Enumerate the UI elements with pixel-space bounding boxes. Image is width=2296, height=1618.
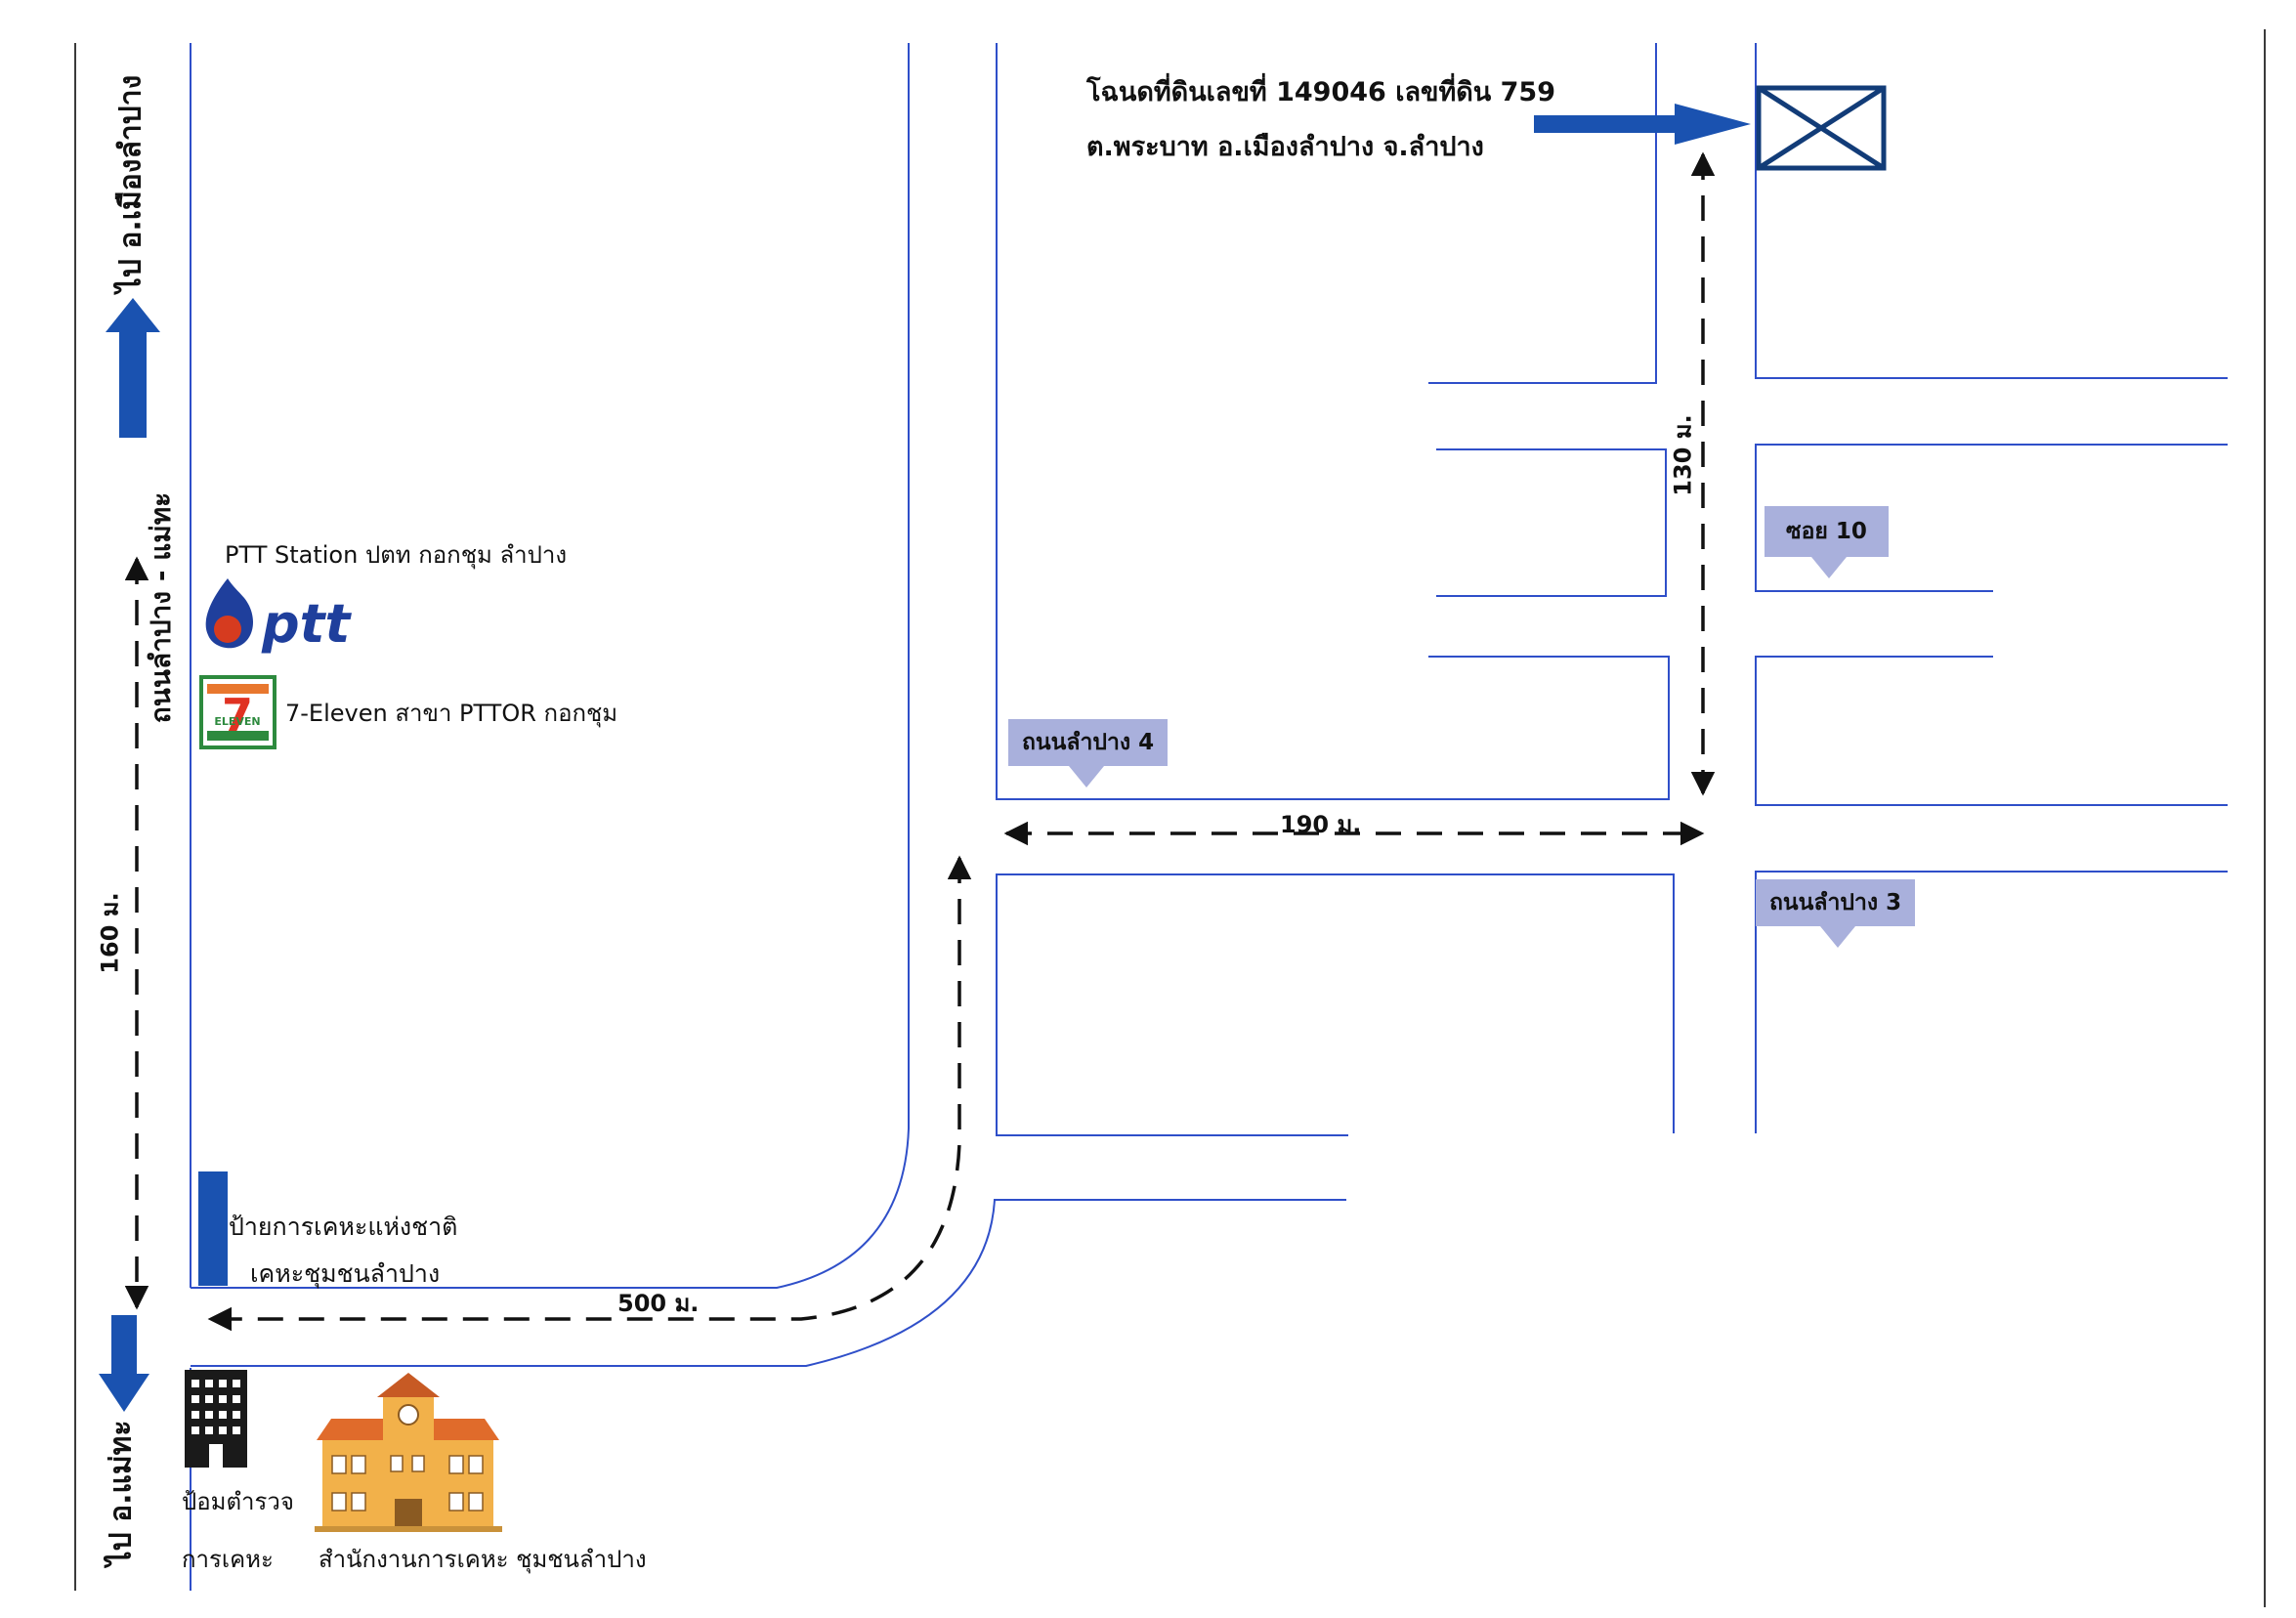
block-lower xyxy=(996,873,1675,1136)
office-building-icon xyxy=(315,1373,502,1532)
block-right-2 xyxy=(1755,444,2228,592)
svg-text:7: 7 xyxy=(222,689,253,742)
distance-130-label: 130 ม. xyxy=(1669,414,1697,496)
svg-text:ELEVEN: ELEVEN xyxy=(214,715,260,728)
housing-sign-post xyxy=(198,1171,228,1286)
road-tag-soi10-label: ซอย 10 xyxy=(1786,519,1867,544)
distance-190-label: 190 ม. xyxy=(1280,811,1362,838)
distance-160-label: 160 ม. xyxy=(96,892,124,974)
main-road-label: ถนนลำปาง - แม่ทะ xyxy=(145,491,177,724)
police-box-line1: ป้อมตำรวจ xyxy=(182,1488,294,1515)
plot-title-line2: ต.พระบาท อ.เมืองลำปาง จ.ลำปาง xyxy=(1086,132,1484,162)
road-tag-soi10: ซอย 10 xyxy=(1765,506,1889,578)
connector-upper-edge xyxy=(191,43,910,1289)
plot-title-line1: โฉนดที่ดินเลขที่ 149046 เลขที่ดิน 759 xyxy=(1086,77,1556,107)
road-tag-lampang4-label: ถนนลำปาง 4 xyxy=(1022,730,1155,755)
block-right-3 xyxy=(1755,656,2228,806)
ptt-station-name: PTT Station ปตท กอกชุม ลำปาง xyxy=(225,541,568,569)
direction-south-label: ไป อ.แม่ทะ xyxy=(104,1420,139,1566)
arrow-right-icon xyxy=(1534,104,1751,145)
arrow-up-icon xyxy=(106,298,160,438)
road-tag-lampang3-label: ถนนลำปาง 3 xyxy=(1769,890,1902,915)
distance-lines xyxy=(124,151,1716,1332)
road-edges xyxy=(190,43,2228,1591)
plot-marker-icon xyxy=(1756,85,1887,171)
seven-eleven-logo-icon: 7 ELEVEN xyxy=(199,675,276,749)
road-tag-lampang3: ถนนลำปาง 3 xyxy=(1756,879,1916,948)
block-right-4 xyxy=(1755,871,2228,1133)
block-right-top xyxy=(1755,43,2228,379)
road-tag-lampang4: ถนนลำปาง 4 xyxy=(1008,719,1169,788)
direction-arrows xyxy=(99,104,1751,1412)
page-frame xyxy=(74,29,2266,1607)
housing-sign-line2: เคหะชุมชนลำปาง xyxy=(250,1259,441,1288)
block-upper-left xyxy=(996,43,1670,800)
housing-sign-line1: ป้ายการเคหะแห่งชาติ xyxy=(229,1213,458,1241)
dim-500-line xyxy=(207,855,972,1332)
svg-text:ptt: ptt xyxy=(261,593,352,655)
police-box-line2: การเคหะ xyxy=(182,1546,274,1573)
direction-north-label: ไป อ.เมืองลำปาง xyxy=(113,74,149,293)
ptt-logo-icon: ptt xyxy=(205,578,352,655)
building-icon xyxy=(185,1370,247,1468)
arrow-down-icon xyxy=(99,1315,149,1412)
block-upper-mid xyxy=(1436,448,1667,597)
seven-eleven-name: 7-Eleven สาขา PTTOR กอกชุม xyxy=(285,700,618,727)
housing-office-label: สำนักงานการเคหะ ชุมชนลำปาง xyxy=(319,1546,647,1573)
distance-500-label: 500 ม. xyxy=(617,1290,700,1317)
block-upper-top xyxy=(1428,43,1657,384)
